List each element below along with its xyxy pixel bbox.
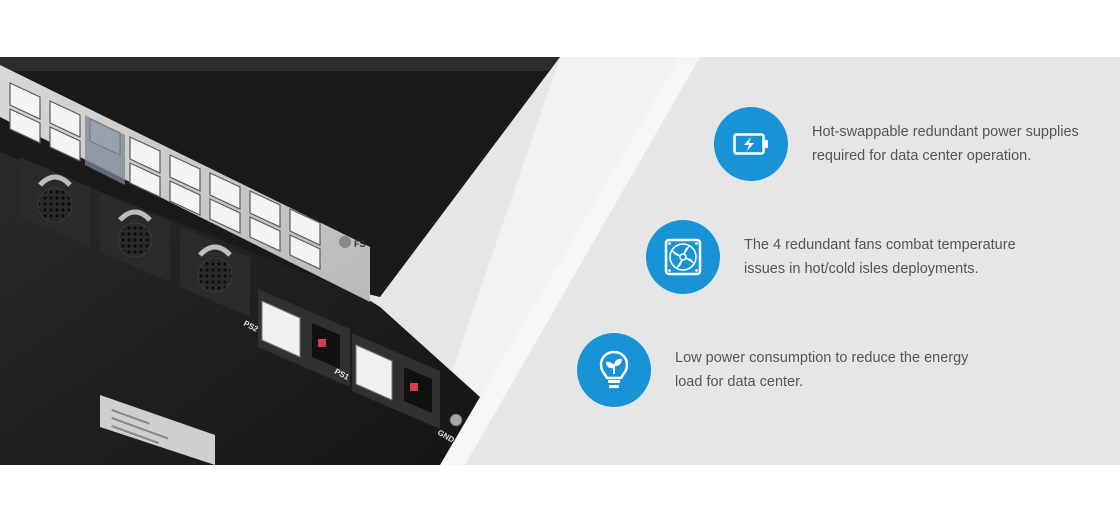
fan-module — [180, 227, 250, 317]
feature-item-power-supply: Hot-swappable redundant power supplies r… — [714, 107, 1112, 181]
brand-label: FS — [354, 239, 366, 249]
power-supply-1: PS1 — [333, 333, 440, 429]
fan-module — [100, 192, 170, 282]
qsfp-port-row — [9, 82, 321, 270]
feature-description: The 4 redundant fans combat temperature … — [744, 233, 1044, 281]
switch-product-photo: FS PS2 PS1 — [0, 57, 700, 465]
compliance-label — [100, 395, 215, 465]
power-supply-2: PS2 — [242, 289, 350, 387]
feature-description: Hot-swappable redundant power supplies r… — [812, 120, 1112, 168]
feature-item-low-power: Low power consumption to reduce the ener… — [577, 333, 975, 407]
feature-line-1: The 4 redundant fans combat temperature — [744, 237, 1016, 253]
battery-charging-icon — [714, 107, 788, 181]
feature-line-2: load for data center. — [675, 374, 804, 390]
feature-item-fans: The 4 redundant fans combat temperature … — [646, 220, 1044, 294]
feature-banner: FS PS2 PS1 — [0, 57, 1120, 465]
eco-bulb-icon — [577, 333, 651, 407]
diagonal-divider — [440, 57, 700, 465]
fan-icon — [646, 220, 720, 294]
fan-module — [20, 157, 90, 247]
switch-top-unit — [0, 57, 560, 297]
feature-line-1: Hot-swappable redundant power supplies — [812, 124, 1079, 140]
feature-line-2: issues in hot/cold isles deployments. — [744, 261, 979, 277]
feature-line-2: required for data center operation. — [812, 148, 1032, 164]
feature-description: Low power consumption to reduce the ener… — [675, 346, 975, 394]
feature-line-1: Low power consumption to reduce the ener… — [675, 350, 969, 366]
